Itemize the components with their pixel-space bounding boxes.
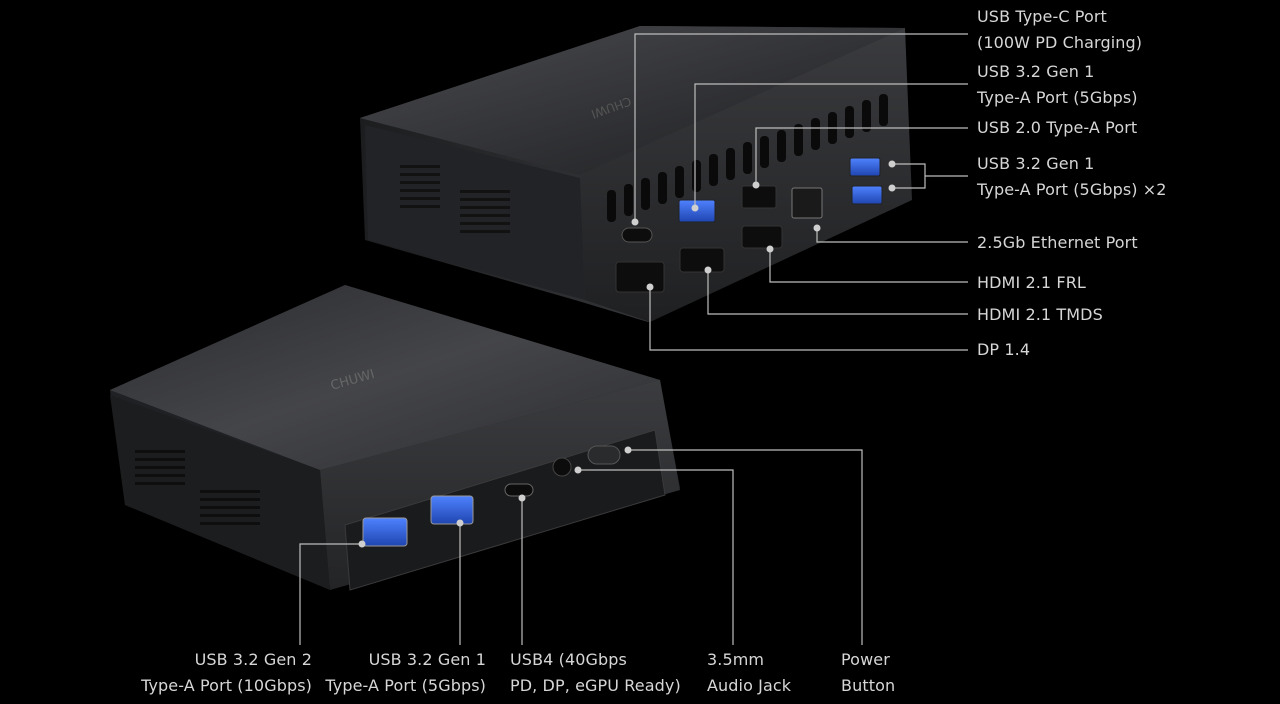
- label-usb32-rear: USB 3.2 Gen 1 Type-A Port (5Gbps): [977, 62, 1138, 107]
- label-ethernet: 2.5Gb Ethernet Port: [977, 233, 1138, 252]
- bottom-device: CHUWI: [110, 285, 680, 591]
- label-audio-jack: 3.5mm Audio Jack: [707, 650, 792, 695]
- front-callout-lines: [299, 449, 863, 645]
- usbc-port-rear: [621, 227, 653, 243]
- label-dp: DP 1.4: [977, 340, 1031, 359]
- label-usb32g1-front: USB 3.2 Gen 1 Type-A Port (5Gbps): [325, 650, 486, 695]
- top-device: CHUWI: [360, 26, 912, 322]
- label-power-button: Power Button: [841, 650, 896, 695]
- label-usbc-rear: USB Type-C Port (100W PD Charging): [977, 7, 1143, 52]
- label-usb32g2-front: USB 3.2 Gen 2 Type-A Port (10Gbps): [141, 650, 312, 695]
- label-usb4-front: USB4 (40Gbps PD, DP, eGPU Ready): [510, 650, 681, 695]
- rear-callout-lines: [634, 33, 968, 351]
- label-hdmi-tmds: HDMI 2.1 TMDS: [977, 305, 1103, 324]
- label-usb20-rear: USB 2.0 Type-A Port: [977, 118, 1138, 137]
- label-usb32x2-rear: USB 3.2 Gen 1 Type-A Port (5Gbps) ×2: [977, 154, 1167, 199]
- label-hdmi-frl: HDMI 2.1 FRL: [977, 273, 1086, 292]
